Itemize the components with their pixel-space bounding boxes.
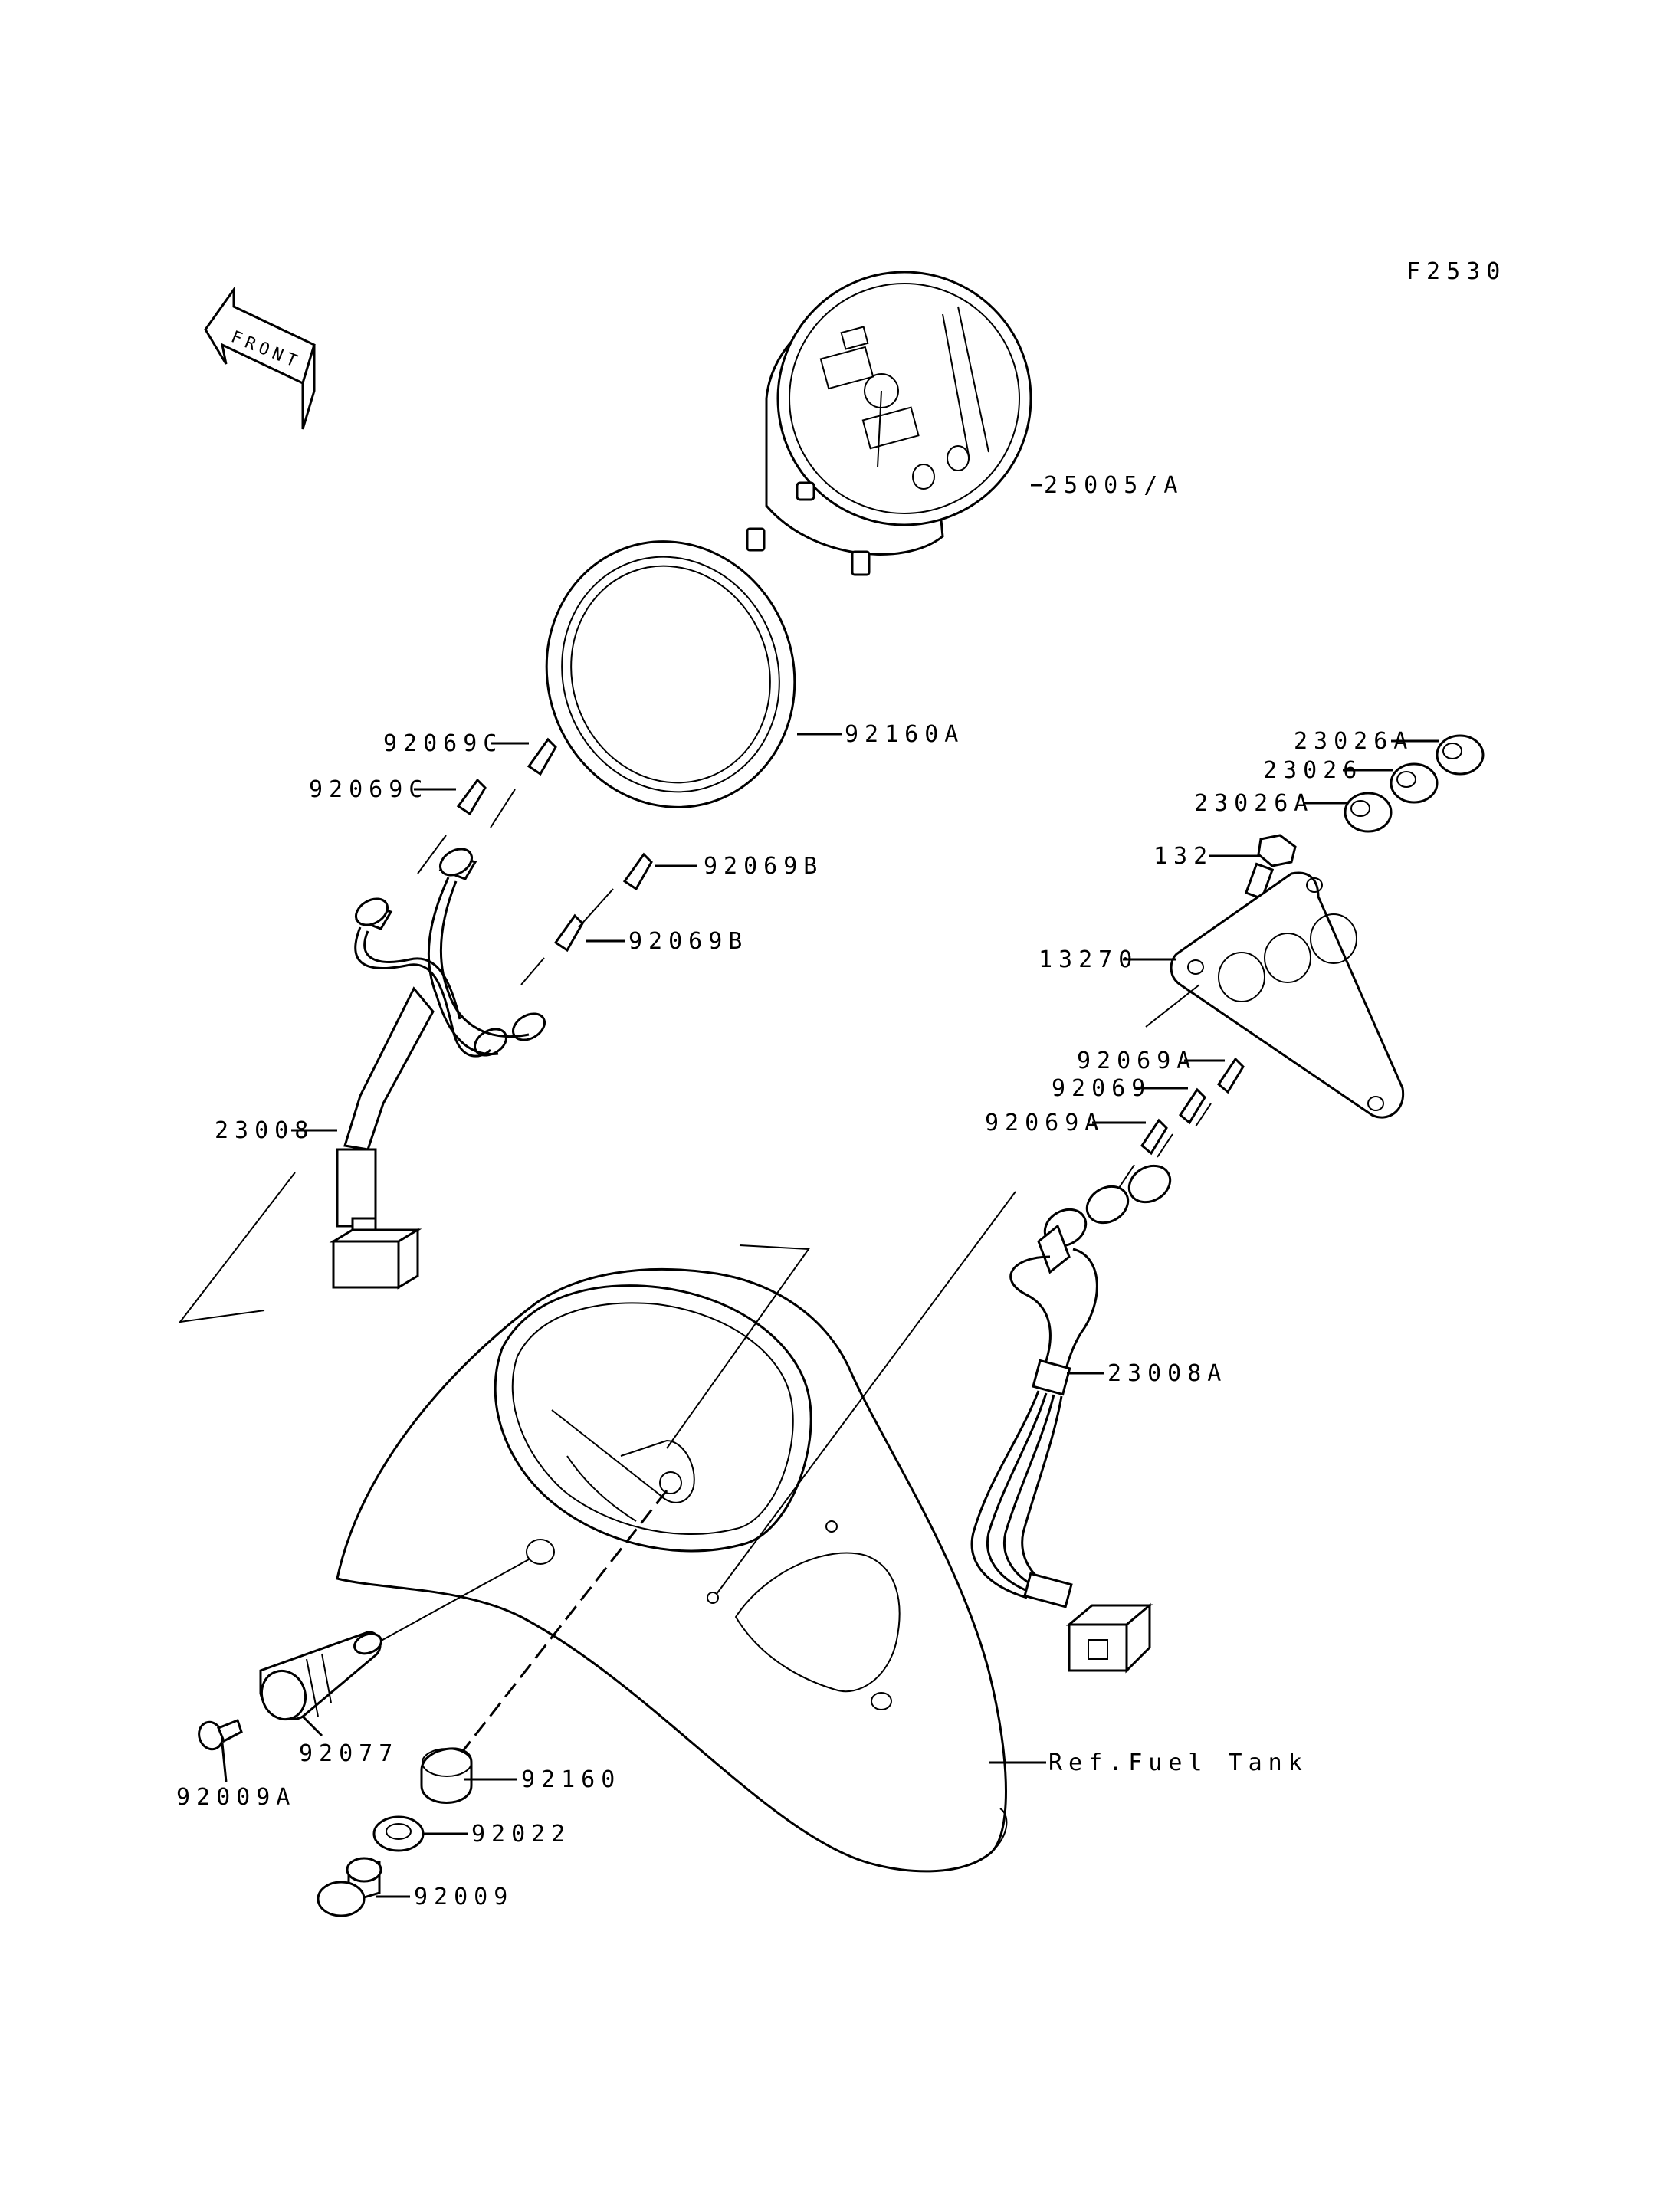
callout-92009: 92009: [414, 1884, 514, 1910]
speedometer-assembly: [746, 271, 1032, 576]
callout-92069A-2: 92069A: [985, 1110, 1104, 1136]
callout-23026: 23026: [1263, 757, 1363, 784]
callout-92160: 92160: [521, 1766, 621, 1793]
fuel-tank-cover: [336, 1267, 1008, 1873]
cap-23026a-left: [1344, 792, 1393, 833]
bulb-92069b-lower: [553, 913, 584, 953]
bulb-92069a-upper: [1217, 1057, 1245, 1094]
bolt-92009: [317, 1857, 382, 1917]
bulb-92069c-lower: [456, 778, 487, 816]
callout-25005A: 25005/A: [1044, 472, 1183, 499]
grommet-92160: [420, 1747, 473, 1804]
callout-92022: 92022: [471, 1821, 571, 1848]
callout-92009A: 92009A: [176, 1784, 296, 1811]
callout-23008: 23008: [215, 1117, 314, 1144]
bulb-92069b-upper: [622, 852, 653, 891]
screw-92009a: [198, 1719, 243, 1751]
callout-23008A: 23008A: [1107, 1360, 1227, 1387]
callout-13270: 13270: [1039, 946, 1138, 973]
harness-23008: [329, 848, 546, 1290]
figure-code: F2530: [1406, 258, 1506, 285]
callout-23026A-1: 23026A: [1294, 728, 1413, 755]
callout-92069A-1: 92069A: [1077, 1048, 1196, 1074]
bulb-92069: [1179, 1087, 1206, 1125]
fitting-92077: [259, 1631, 382, 1721]
harness-23008a: [970, 1164, 1172, 1674]
callout-132: 132: [1153, 843, 1213, 870]
bulb-92069c-upper: [527, 737, 557, 776]
front-arrow-icon: FRONT: [204, 286, 316, 430]
cap-23026a-right: [1436, 734, 1485, 776]
callout-92160A: 92160A: [845, 721, 964, 748]
washer-92022: [372, 1815, 425, 1852]
callout-fuel-tank: Ref.Fuel Tank: [1048, 1749, 1308, 1776]
callout-92069B-1: 92069B: [704, 853, 823, 880]
bracket-13270: [1170, 871, 1405, 1119]
callout-92069: 92069: [1052, 1075, 1151, 1102]
callout-92077: 92077: [299, 1740, 399, 1767]
callout-92069C-2: 92069C: [309, 776, 428, 803]
callout-92069B-2: 92069B: [628, 928, 748, 955]
ring-92160a: [545, 540, 796, 808]
callout-23026A-2: 23026A: [1194, 790, 1314, 817]
bulb-92069a-lower: [1140, 1118, 1168, 1156]
bolt-132: [1244, 834, 1297, 900]
cap-23026: [1390, 762, 1439, 804]
callout-92069C-1: 92069C: [383, 730, 503, 757]
